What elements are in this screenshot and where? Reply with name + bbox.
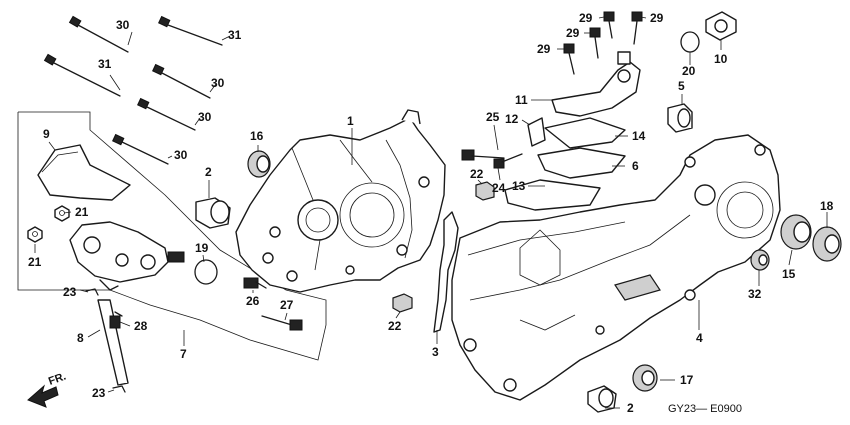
callout-19: 19 — [195, 241, 209, 255]
bolt-30-bottom — [112, 133, 169, 165]
callout-22-upper: 22 — [470, 167, 484, 181]
callout-23-b: 23 — [92, 386, 106, 400]
bolt-27 — [261, 315, 303, 331]
callout-29-a: 29 — [579, 11, 593, 25]
right-crankcase — [451, 134, 781, 401]
callout-11: 11 — [515, 93, 528, 107]
callout-12: 12 — [505, 112, 519, 126]
left-crankcase — [235, 109, 446, 293]
o-ring-19 — [194, 259, 218, 285]
reed-valve-11 — [551, 51, 641, 117]
callout-29-c: 29 — [566, 26, 580, 40]
oil-pump — [69, 221, 185, 291]
bolt-30-top — [68, 15, 129, 53]
callout-16: 16 — [250, 129, 264, 143]
o-ring-20 — [680, 31, 700, 53]
callout-31-a: 31 — [228, 28, 242, 42]
callout-29-d: 29 — [537, 42, 551, 56]
bolt-29-a — [603, 11, 615, 39]
callout-21-b: 21 — [28, 255, 42, 269]
callout-10: 10 — [714, 52, 728, 66]
callout-27: 27 — [280, 298, 294, 312]
bolt-30-mid — [152, 63, 211, 99]
callout-4: 4 — [696, 331, 703, 345]
bearing-16 — [247, 150, 271, 178]
bearing-18 — [812, 226, 842, 262]
callout-7: 7 — [180, 347, 187, 361]
clip-23-b — [112, 385, 126, 393]
callout-18: 18 — [820, 199, 834, 213]
callout-30-a: 30 — [116, 18, 130, 32]
dowel-22-lower — [392, 293, 413, 313]
front-direction-label: FR. — [47, 370, 68, 387]
callout-32: 32 — [748, 287, 762, 301]
bolt-29-c — [589, 27, 601, 59]
callout-15: 15 — [782, 267, 796, 281]
callout-30-c: 30 — [198, 110, 212, 124]
bolt-29-d — [563, 43, 575, 75]
callout-28: 28 — [134, 319, 148, 333]
bolt-30-low — [137, 97, 196, 131]
callout-8: 8 — [77, 331, 84, 345]
callout-2-left: 2 — [205, 165, 212, 179]
front-direction-arrow — [27, 384, 59, 408]
callout-labels: 1 2 2 3 4 5 6 7 8 9 10 11 12 13 14 15 16… — [28, 11, 834, 415]
clip-23-a — [85, 288, 99, 296]
callout-20: 20 — [682, 64, 696, 78]
dowel-22-upper — [475, 181, 495, 201]
insulator-13 — [504, 179, 601, 211]
dowel-2-left — [195, 197, 231, 229]
bearing-15 — [780, 214, 812, 250]
callout-13: 13 — [512, 179, 526, 193]
seal-17 — [632, 364, 658, 392]
bolt-31-top — [158, 15, 223, 46]
callout-9: 9 — [43, 127, 50, 141]
nut-21-a — [54, 205, 70, 222]
seal-32 — [750, 249, 770, 271]
callout-17: 17 — [680, 373, 694, 387]
callout-29-b: 29 — [650, 11, 664, 25]
bolt-26 — [243, 277, 267, 289]
callout-21-a: 21 — [75, 205, 89, 219]
cap-10 — [705, 11, 737, 41]
callout-23-a: 23 — [63, 285, 77, 299]
callout-30-d: 30 — [174, 148, 188, 162]
callout-25: 25 — [486, 110, 500, 124]
oil-tube-8 — [97, 299, 129, 386]
dowel-2-bottom — [587, 385, 617, 413]
callout-30-b: 30 — [211, 76, 225, 90]
diagram-code: GY23— E0900 — [668, 403, 742, 415]
reed-gasket-6 — [537, 147, 626, 179]
callout-6: 6 — [632, 159, 639, 173]
callout-1: 1 — [347, 114, 354, 128]
dowel-5 — [667, 103, 693, 133]
crankcase-bolts — [43, 15, 231, 165]
callout-3: 3 — [432, 345, 439, 359]
leader-lines — [34, 16, 828, 409]
callout-5: 5 — [678, 79, 685, 93]
callout-26: 26 — [246, 294, 260, 308]
oil-pump-group-frame — [17, 111, 327, 361]
reed-spring-12 — [527, 117, 546, 147]
bolt-31-left — [43, 53, 121, 97]
callout-14: 14 — [632, 129, 646, 143]
nut-21-b — [27, 226, 43, 243]
gasket-3 — [433, 211, 459, 333]
callout-2-bottom: 2 — [627, 401, 634, 415]
reed-plate-14 — [544, 117, 626, 149]
bolt-24 — [493, 153, 523, 169]
callout-24: 24 — [492, 181, 506, 195]
bolt-29-b — [631, 11, 643, 45]
oil-pump-cover — [37, 144, 131, 201]
callout-22-lower: 22 — [388, 319, 402, 333]
callout-31-b: 31 — [98, 57, 112, 71]
bolt-25 — [461, 149, 505, 161]
